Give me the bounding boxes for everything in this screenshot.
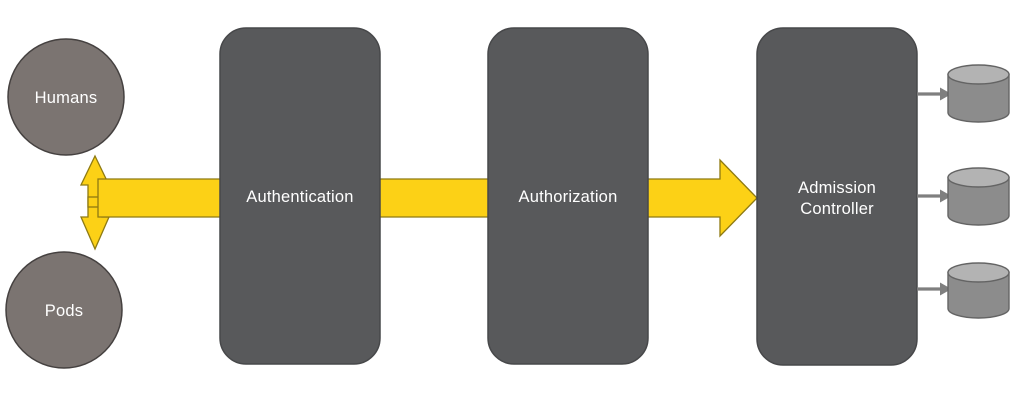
database-cylinder-top-icon xyxy=(947,167,1010,188)
admission-controller-label-line1: Admission xyxy=(798,179,876,197)
datastore-2 xyxy=(917,167,1010,226)
authorization-node xyxy=(487,27,649,365)
admission-to-datastore-1-arrowhead-icon xyxy=(940,87,952,101)
authentication-label: Authentication xyxy=(246,188,353,206)
humans-label: Humans xyxy=(35,89,98,107)
pods-node xyxy=(5,251,123,369)
request-flow-arrow xyxy=(97,158,758,238)
database-cylinder-icon xyxy=(947,176,1010,226)
datastore-3 xyxy=(917,262,1010,319)
datastore-1 xyxy=(917,64,1010,123)
authorization-label: Authorization xyxy=(519,188,618,206)
database-cylinder-top-icon xyxy=(947,64,1010,85)
admission-controller-label-line2: Controller xyxy=(800,200,874,218)
database-cylinder-top-icon xyxy=(947,262,1010,283)
admission-to-datastore-2-arrowhead-icon xyxy=(940,189,952,203)
database-cylinder-icon xyxy=(947,271,1010,319)
database-cylinder-icon xyxy=(947,73,1010,123)
pods-label: Pods xyxy=(45,302,83,320)
humans-node xyxy=(7,38,125,156)
admission-to-datastore-3-arrowhead-icon xyxy=(940,282,952,296)
authentication-node xyxy=(219,27,381,365)
